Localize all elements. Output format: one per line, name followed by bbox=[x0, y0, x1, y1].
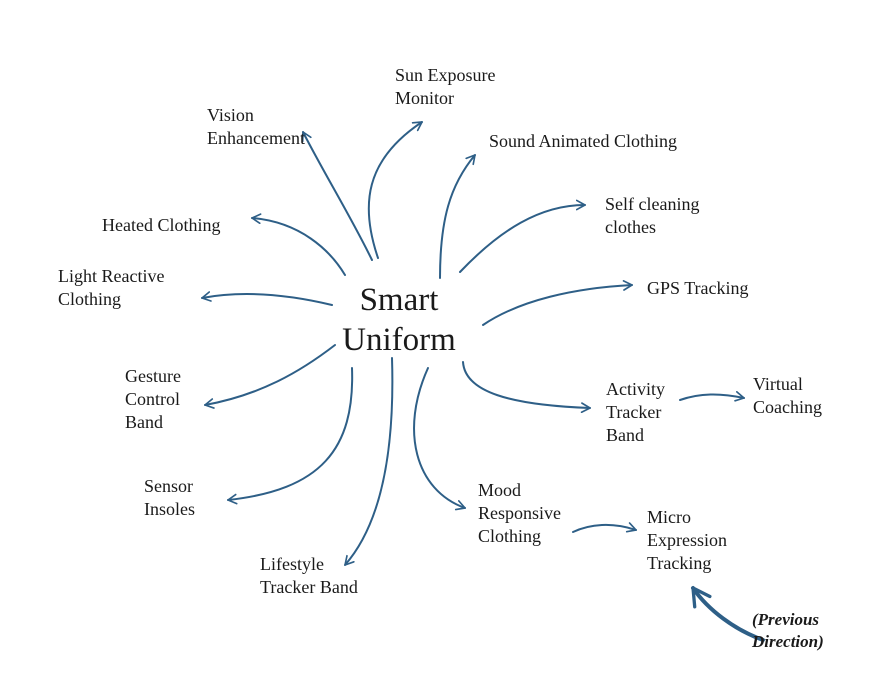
arrow-to-heated bbox=[251, 213, 346, 276]
previous-direction-note: (Previous Direction) bbox=[752, 610, 824, 651]
center-node-title: Smart Uniform bbox=[342, 282, 456, 358]
node-activity-tracker-band: Activity Tracker Band bbox=[606, 379, 665, 445]
node-virtual-coaching: Virtual Coaching bbox=[753, 374, 822, 417]
node-gesture-control-band: Gesture Control Band bbox=[125, 366, 181, 432]
arrow-to-self-cleaning bbox=[459, 199, 586, 273]
arrow-to-gesture bbox=[204, 344, 336, 409]
node-sun-exposure-monitor: Sun Exposure Monitor bbox=[395, 65, 496, 108]
arrow-to-lifestyle bbox=[344, 357, 394, 566]
arrow-previous-direction bbox=[691, 586, 765, 642]
node-micro-expression-tracking: Micro Expression Tracking bbox=[647, 507, 727, 573]
node-light-reactive-clothing: Light Reactive Clothing bbox=[58, 266, 165, 309]
node-gps-tracking: GPS Tracking bbox=[647, 278, 749, 298]
arrow-to-sound bbox=[439, 154, 476, 279]
node-lifestyle-tracker-band: Lifestyle Tracker Band bbox=[260, 554, 358, 597]
node-mood-responsive-clothing: Mood Responsive Clothing bbox=[478, 480, 561, 546]
node-sound-animated-clothing: Sound Animated Clothing bbox=[489, 131, 678, 151]
arrow-to-light-reactive bbox=[201, 291, 333, 306]
arrow-mood-to-micro bbox=[572, 522, 637, 533]
node-sensor-insoles: Sensor Insoles bbox=[144, 476, 195, 519]
arrow-to-activity bbox=[462, 361, 591, 414]
arrow-to-sensor bbox=[227, 367, 354, 505]
node-heated-clothing: Heated Clothing bbox=[102, 215, 221, 235]
node-self-cleaning-clothes: Self cleaning clothes bbox=[605, 194, 700, 237]
arrow-activity-to-virtual bbox=[679, 391, 745, 402]
arrow-to-mood bbox=[413, 367, 466, 511]
arrow-to-gps bbox=[482, 280, 633, 326]
node-vision-enhancement: Vision Enhancement bbox=[207, 105, 305, 148]
arrow-to-sun-exposure bbox=[367, 121, 423, 259]
arrow-to-vision bbox=[301, 131, 373, 261]
